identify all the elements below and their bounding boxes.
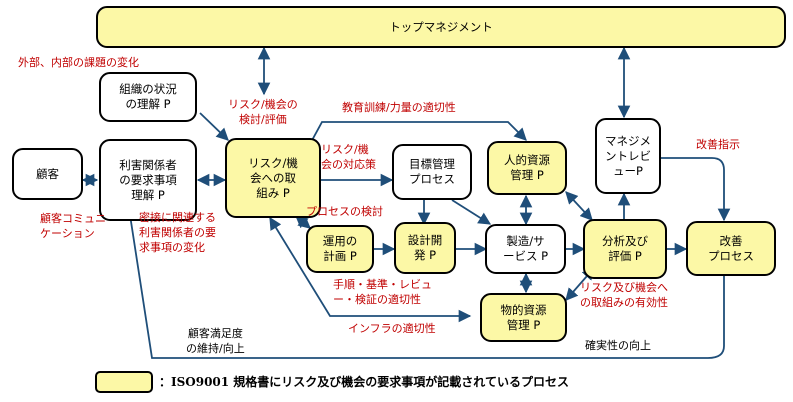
node-management-review: マネジメ ントレビ ューP [595, 118, 661, 194]
node-analysis-evaluation: 分析及び 評価 P [583, 219, 667, 279]
label-issues-change: 外部、内部の課題の変化 [18, 56, 139, 69]
label-customer-satisfaction: 顧客満足度 の維持/向上 [186, 327, 245, 355]
node-stakeholder-requirements: 利害関係者 の要求事項 理解 P [99, 139, 197, 221]
node-design-development: 設計開 発 P [394, 222, 456, 274]
label-customer-communication: 顧客コミュニ ケーション [40, 212, 106, 240]
label-improvement-instruction: 改善指示 [696, 138, 740, 151]
label-effectiveness: リスク及び機会へ の取組みの有効性 [580, 281, 668, 309]
node-top-management: トップマネジメント [96, 6, 786, 48]
node-objectives: 目標管理 プロセス [392, 144, 472, 200]
label-procedures-suitability: 手順・基準・レビュ ー・検証の適切性 [333, 278, 432, 306]
node-customer: 顧客 [12, 148, 83, 200]
node-risk-opportunity: リスク/機 会への取 組み P [225, 138, 321, 218]
label-risk-review: リスク/機会の 検討/評価 [228, 98, 298, 126]
label-risk-response: リスク/機 会の対応策 [321, 143, 376, 171]
label-education-competence: 教育訓練/力量の適切性 [342, 101, 456, 114]
node-improvement: 改善 プロセス [686, 221, 776, 276]
node-operational-planning: 運用の 計画 P [306, 225, 374, 273]
node-org-context: 組織の状況 の理解 P [99, 72, 197, 122]
node-physical-resources: 物的資源 管理 P [480, 293, 567, 342]
label-stakeholder-change: 密接に関連する 利害関係者の要 求事項の変化 [139, 211, 216, 254]
node-production-service: 製造/サ ービス P [485, 224, 566, 274]
node-human-resources: 人的資源 管理 P [487, 141, 567, 195]
legend-swatch [95, 371, 153, 393]
label-infrastructure: インフラの適切性 [348, 322, 436, 335]
label-certainty: 確実性の向上 [585, 339, 651, 352]
label-process-review: プロセスの検討 [306, 205, 383, 218]
legend-text: ：ISO9001 規格書にリスク及び機会の要求事項が記載されているプロセス [159, 375, 569, 389]
